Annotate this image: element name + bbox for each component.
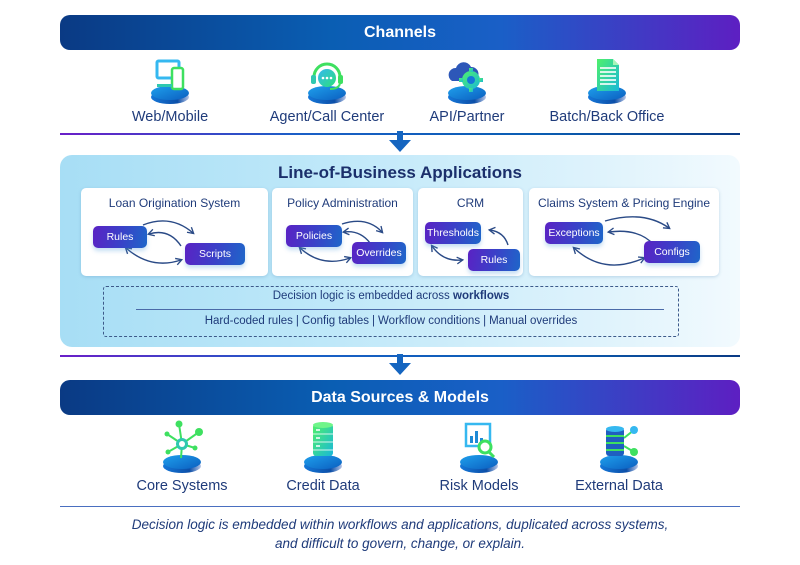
database-share-icon (600, 426, 638, 473)
database-icon (304, 422, 342, 473)
web-mobile-icon (151, 59, 189, 104)
lob-panel: Line-of-Business Applications Loan Origi… (60, 155, 740, 347)
channel-label: Agent/Call Center (269, 109, 385, 125)
pill-configs: Configs (644, 241, 700, 263)
card-title: CRM (456, 196, 485, 210)
pill-thresholds: Thresholds (425, 222, 481, 244)
pill-overrides: Overrides (352, 242, 406, 264)
logic-item: Config tables (301, 315, 370, 327)
pill-policies: Policies (286, 225, 342, 247)
logic-item-separator: | (372, 315, 376, 327)
divider-bottom (60, 506, 740, 507)
logic-title: Decision logic is embedded across workfl… (104, 290, 678, 302)
cycle-arrows-icon (430, 226, 509, 265)
source-label: Credit Data (286, 478, 360, 494)
channel-label: API/Partner (429, 109, 505, 125)
source-credit-data: Credit Data (248, 418, 398, 494)
channel-agent-call-center: Agent/Call Center (252, 57, 402, 125)
pill-rules: Rules (93, 226, 147, 248)
source-label: External Data (575, 478, 663, 494)
headset-chat-icon (308, 62, 346, 104)
logic-item-separator: | (295, 315, 299, 327)
card-title: Loan Origination System (108, 196, 241, 210)
channel-web-mobile: Web/Mobile (95, 57, 245, 125)
down-arrow-icon (389, 354, 411, 375)
logic-title-prefix: Decision logic is embedded across (272, 290, 450, 302)
logic-item: Manual overrides (489, 315, 578, 327)
source-label: Core Systems (136, 478, 228, 494)
network-hub-icon (163, 420, 203, 473)
card-loan-origination: Loan Origination System Rules Scripts (81, 188, 268, 276)
logic-item: Workflow conditions (378, 315, 481, 327)
channel-label: Batch/Back Office (549, 109, 665, 125)
document-icon (588, 59, 626, 104)
logic-item: Hard-coded rules (204, 315, 293, 327)
card-crm: CRM Thresholds Rules (418, 188, 523, 276)
card-policy-administration: Policy Administration Policies Overrides (272, 188, 413, 276)
card-claims-pricing: Claims System & Pricing Engine Exception… (529, 188, 719, 276)
chart-magnifier-icon (460, 422, 498, 473)
caption-line-1: Decision logic is embedded within workfl… (131, 517, 669, 532)
lob-title: Line-of-Business Applications (277, 163, 522, 182)
channel-label: Web/Mobile (131, 109, 209, 125)
pill-scripts: Scripts (185, 243, 245, 265)
caption: Decision logic is embedded within workfl… (60, 515, 740, 553)
card-title: Policy Administration (287, 196, 398, 210)
logic-separator (136, 309, 664, 310)
cycle-arrows-icon (124, 220, 195, 266)
logic-items: Hard-coded rules|Config tables|Workflow … (104, 315, 678, 327)
source-label: Risk Models (439, 478, 519, 494)
cloud-gear-icon (448, 62, 486, 104)
source-external-data: External Data (544, 418, 694, 494)
source-core-systems: Core Systems (107, 418, 257, 494)
decision-logic-box: Decision logic is embedded across workfl… (103, 286, 679, 337)
pill-rules: Rules (468, 249, 520, 271)
source-risk-models: Risk Models (404, 418, 554, 494)
channel-api-partner: API/Partner (392, 57, 542, 125)
pill-exceptions: Exceptions (545, 222, 603, 244)
caption-line-2: and difficult to govern, change, or expl… (275, 536, 525, 551)
channels-banner: Channels (60, 15, 740, 50)
cycle-arrows-icon (298, 220, 384, 264)
logic-item-separator: | (483, 315, 487, 327)
logic-title-emphasis: workflows (453, 290, 510, 302)
card-title: Claims System & Pricing Engine (537, 196, 711, 210)
data-sources-banner: Data Sources & Models (60, 380, 740, 415)
down-arrow-icon (389, 131, 411, 152)
channel-batch-back-office: Batch/Back Office (532, 57, 682, 125)
